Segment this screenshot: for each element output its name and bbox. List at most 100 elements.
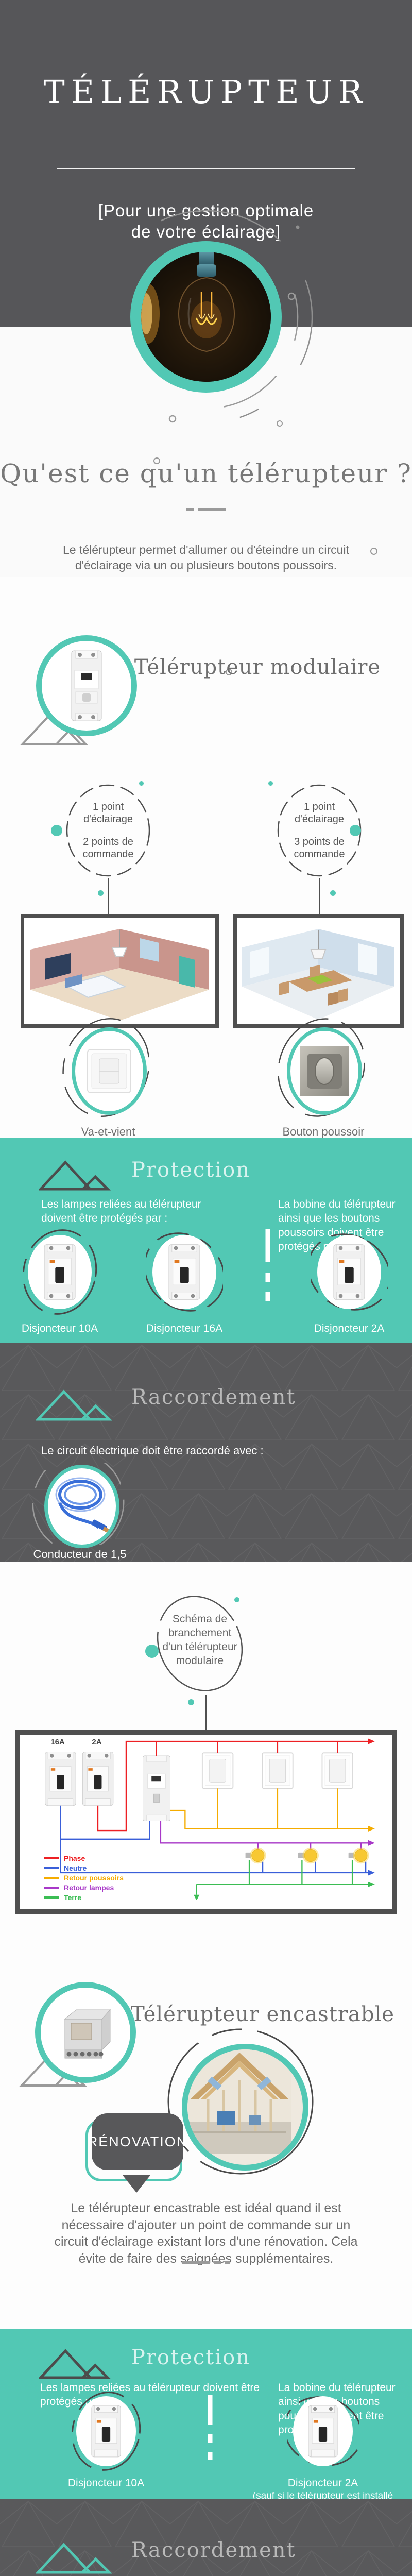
- bubble-line: modulaire: [176, 1654, 224, 1667]
- legend-swatch-phase: [44, 1857, 59, 1859]
- card-lighting-points: 1 point d'éclairage: [294, 801, 345, 825]
- teal-dot: [145, 1645, 159, 1658]
- dot-decoration: [370, 548, 377, 555]
- diningroom-illustration-frame: [233, 914, 404, 1028]
- disjoncteur-10a-badge: [21, 1228, 98, 1316]
- label-line: Disjoncteur 2A: [287, 2477, 358, 2489]
- legend-swatch-neutre: [44, 1867, 59, 1869]
- lightbulb-illustration: [141, 252, 271, 382]
- circuit-breaker-icon: [44, 1244, 76, 1300]
- light-switch-icon: [87, 1049, 131, 1093]
- dashed-ring: [22, 1229, 97, 1315]
- renovation-badge: RÉNOVATION: [88, 2113, 186, 2170]
- modulaire-title: Télérupteur modulaire: [134, 655, 381, 679]
- schema-bubble-text: Schéma de branchement d'un télérupteur m…: [157, 1613, 243, 1668]
- raccordement-text: Le circuit électrique doit être raccordé…: [41, 1444, 264, 1457]
- dashed-circle: [66, 784, 150, 877]
- wiring-diagram-svg: [45, 1738, 375, 1901]
- white-dashed-divider: [265, 1229, 270, 1315]
- disjoncteur-2a-badge: [307, 1228, 391, 1316]
- teal-dot: [98, 890, 104, 896]
- legend-label: Retour lampes: [64, 1883, 114, 1892]
- legend-swatch-poussoirs: [44, 1876, 59, 1879]
- modulaire-section: Télérupteur modulaire 1 point d'éclairag…: [0, 577, 412, 1138]
- push-button-icon: [300, 1046, 349, 1096]
- teal-dot: [51, 825, 62, 836]
- disjoncteur-10a-badge: [70, 2390, 142, 2472]
- breaker-16a-illustration: [45, 1752, 76, 1806]
- page-subtitle: [Pour une gestion optimale de votre écla…: [0, 200, 412, 243]
- dashed-ring: [277, 1018, 366, 1117]
- telerupteur-modulaire-product-icon: [71, 650, 102, 721]
- breaker-2a-label: 2A: [92, 1738, 102, 1747]
- disjoncteur-2a-badge: [283, 2390, 363, 2472]
- diningroom-illustration: [237, 918, 400, 1024]
- breaker-2a-illustration: [82, 1752, 114, 1806]
- option-card-1: 1 point d'éclairage 2 points de commande: [65, 783, 151, 878]
- teal-dot: [139, 781, 144, 786]
- legend-label: Retour poussoirs: [64, 1873, 124, 1882]
- wiring-legend: Phase Neutre Retour poussoirs Retour lam…: [44, 1853, 124, 1902]
- protection-title: Protection: [131, 2346, 250, 2369]
- blue-wire-icon: [55, 1477, 110, 1535]
- bulb-illustrations: [245, 1847, 369, 1864]
- legend-swatch-lampes: [44, 1886, 59, 1889]
- protection-encastrable-section: Protection Les lampes reliées au télérup…: [0, 2329, 412, 2526]
- conductor-badge: [30, 1453, 127, 1552]
- option-card-2: 1 point d'éclairage 3 points de commande: [276, 783, 363, 878]
- white-dashed-divider: [208, 2395, 213, 2472]
- connector-line: [319, 878, 320, 914]
- raccordement-encastrable-section: Raccordement Le circuit électrique doit …: [0, 2499, 412, 2576]
- mountains-icon: [36, 2543, 113, 2574]
- dot-decoration: [153, 457, 160, 464]
- va-et-vient-label: Va-et-vient: [81, 1125, 135, 1138]
- circuit-breaker-icon: [168, 1244, 200, 1300]
- bouton-poussoir-badge: [276, 1015, 367, 1120]
- legend-label: Neutre: [64, 1863, 87, 1872]
- title-underline: [57, 168, 355, 169]
- photo-dashed-ring: [167, 2028, 314, 2175]
- connector-line: [205, 1695, 207, 1730]
- hero-decorative-arcs: [99, 210, 313, 424]
- protection-left-text: Les lampes reliées au télérupteur doiven…: [41, 1198, 201, 1225]
- intro-divider: [0, 505, 412, 514]
- circuit-breaker-icon: [333, 1244, 365, 1300]
- wiring-diagram-modulaire: 16A 2A Phase Neutre Retour poussoirs Ret…: [15, 1730, 397, 1914]
- dot-decoration: [277, 420, 283, 427]
- subtitle-line2: de votre éclairage]: [131, 222, 281, 242]
- dashed-ring: [307, 1233, 391, 1311]
- lightbulb-photo: [141, 252, 271, 382]
- card-command-points: 3 points de commande: [294, 836, 345, 860]
- disjoncteur-16a-label: Disjoncteur 16A: [146, 1323, 223, 1334]
- protection-title: Protection: [131, 1158, 250, 1182]
- triangle-pattern: [0, 2499, 412, 2576]
- disjoncteur-10a-label: Disjoncteur 10A: [21, 1323, 98, 1334]
- va-et-vient-badge: [61, 1015, 151, 1120]
- page-title: TÉLÉRUPTEUR: [43, 73, 369, 111]
- mountains-icon: [39, 1160, 111, 1191]
- bedroom-illustration-frame: [21, 914, 219, 1028]
- intro-paragraph: Le télérupteur permet d'allumer ou d'éte…: [63, 543, 349, 572]
- disjoncteur-2a-label: Disjoncteur 2A: [314, 1323, 385, 1334]
- breaker-16a-label: 16A: [50, 1738, 65, 1747]
- telerupteur-module-illustration: [143, 1755, 170, 1821]
- wires: [60, 1738, 375, 1901]
- renovation-photo: [182, 2044, 308, 2171]
- encastrable-title: Télérupteur encastrable: [131, 2003, 394, 2026]
- raccordement-title: Raccordement: [131, 1385, 296, 1409]
- raccordement-modulaire-section: Raccordement Le circuit électrique doit …: [0, 1343, 412, 1590]
- bouton-poussoir-label: Bouton poussoir: [282, 1125, 365, 1138]
- renovation-photo-illustration: [187, 2049, 291, 2154]
- raccordement-title: Raccordement: [131, 2538, 296, 2562]
- mountains-icon: [36, 1389, 113, 1421]
- encastrable-divider: [0, 2258, 412, 2267]
- dashed-ring: [71, 2392, 141, 2471]
- bubble-line: Schéma de: [172, 1613, 228, 1625]
- legend-label: Phase: [64, 1854, 85, 1862]
- mountains-icon: [39, 2349, 111, 2379]
- telerupteur-encastrable-product-icon: [64, 2009, 111, 2059]
- teal-dot: [234, 1597, 239, 1602]
- card-command-points: 2 points de commande: [82, 836, 134, 860]
- circuit-breaker-icon: [308, 2405, 338, 2458]
- modulaire-product-badge: [36, 635, 137, 736]
